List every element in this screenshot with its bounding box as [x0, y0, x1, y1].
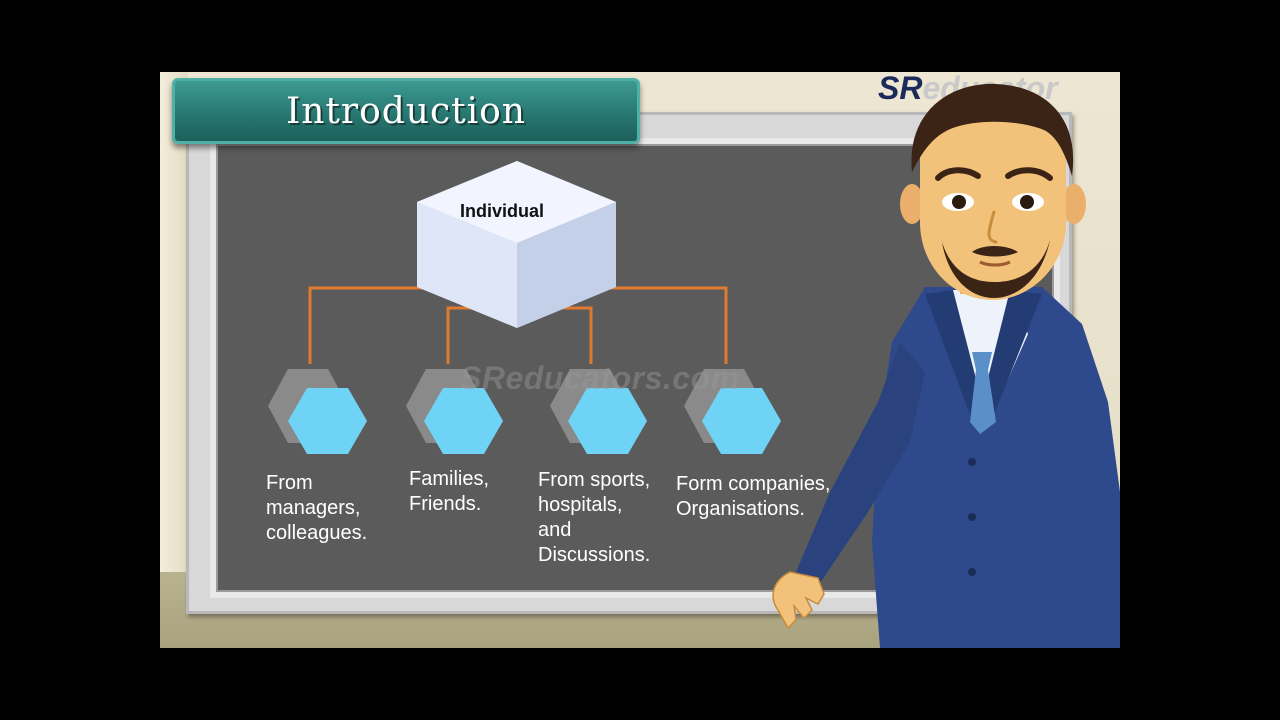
- leaf-label-1: From managers, colleagues.: [266, 471, 367, 546]
- presenter-character: [772, 83, 1120, 648]
- leaf-label-line: and: [538, 519, 572, 541]
- root-label: Individual: [460, 201, 545, 221]
- root-cube: [417, 161, 616, 328]
- leaf-label-line: managers,: [266, 497, 361, 519]
- leaf-label-line: From sports,: [538, 469, 651, 491]
- slide-title: Introduction: [286, 90, 526, 132]
- presenter-hair: [911, 83, 1074, 176]
- leaf-node-2: [406, 369, 503, 454]
- leaf-label-line: Form companies,: [676, 473, 831, 495]
- video-frame: Introduction SReducator: [160, 72, 1120, 648]
- org-chart: [268, 161, 781, 454]
- presenter-face: [920, 96, 1066, 300]
- logo-text-sr: SR: [878, 72, 923, 106]
- jacket-button: [968, 568, 976, 576]
- jacket-button: [968, 458, 976, 466]
- watermark-text-rest: educators.com: [505, 360, 740, 396]
- moustache: [972, 246, 1018, 257]
- watermark-text-sr: SR: [460, 360, 506, 396]
- suit-arm: [796, 342, 925, 586]
- leaf-label-3: From sports, hospitals, and Discussions.: [538, 468, 650, 568]
- ear-left: [900, 184, 924, 224]
- leaf-label-4: Form companies, Organisations.: [676, 472, 831, 522]
- leaf-label-line: From: [266, 472, 313, 494]
- pupil-right: [1020, 195, 1034, 209]
- leaf-label-line: Discussions.: [538, 544, 651, 566]
- jacket-button: [968, 513, 976, 521]
- beard: [942, 240, 1050, 298]
- leaf-label-line: Friends.: [409, 493, 482, 515]
- leaf-label-line: Families,: [409, 468, 490, 490]
- lapel-left: [925, 290, 982, 420]
- leaf-label-line: hospitals,: [538, 494, 623, 516]
- suit-jacket: [872, 287, 1120, 648]
- leaf-label-line: colleagues.: [266, 522, 368, 544]
- title-banner: Introduction: [172, 78, 640, 144]
- mouth: [979, 260, 1011, 267]
- leaf-node-1: [268, 369, 367, 454]
- pupil-left: [952, 195, 966, 209]
- presenter-hand: [772, 571, 825, 630]
- presenter-nose: [987, 210, 998, 244]
- leaf-label-line: Organisations.: [676, 498, 805, 520]
- wall: [160, 72, 188, 648]
- eyebrow-right: [1005, 167, 1053, 181]
- ear-right: [1062, 184, 1086, 224]
- lapel-right: [982, 290, 1042, 420]
- leaf-node-4: [684, 369, 781, 454]
- watermark: SReducators.com: [460, 362, 740, 394]
- leaf-label-2: Families, Friends.: [409, 467, 489, 517]
- necktie: [970, 352, 996, 434]
- eyebrow-left: [935, 167, 981, 181]
- leaf-node-3: [550, 369, 647, 454]
